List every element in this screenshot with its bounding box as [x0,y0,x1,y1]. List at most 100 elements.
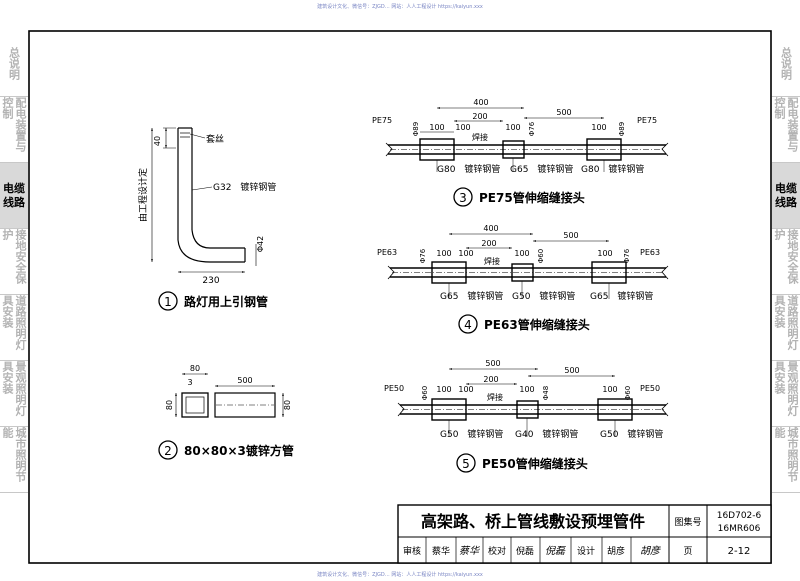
fig3-dim-100c: 100 [505,123,520,132]
checker-name: 倪磊 [516,545,534,557]
designer-name: 胡彦 [607,545,625,557]
figure-5: 500 500 200 100 100 100 100 焊接 PE50 PE50… [384,359,669,473]
atlas-label: 图集号 [674,516,701,528]
page-label: 页 [683,546,692,557]
fig5-dim-200: 200 [483,375,498,384]
fig3-dim-100d: 100 [591,123,606,132]
reviewer-label: 审核 [403,545,421,557]
fig4-pipe-c: G65 镀锌钢管 [590,290,653,302]
left-tab-label: 道路照明灯具安装 [1,295,27,350]
left-tab-label: 接地安全保护 [1,229,27,284]
fig4-dim-100a: 100 [436,249,451,258]
watermark-top: 建筑设计文化、微信号：ZJGD… 网站：人人工程设计 https://kaiyu… [317,4,483,10]
fig4-number: 4 [464,318,472,332]
fig2-caption: 80×80×3镀锌方管 [184,443,294,458]
fig5-pipe-b: G40 镀锌钢管 [515,428,578,440]
left-tab-label: 城市照明节能 [1,427,27,482]
fig5-dim-100a: 100 [436,385,451,394]
fig5-dia-b: Φ48 [542,386,550,400]
left-tab-5[interactable]: 景观照明灯具安装 [0,361,28,427]
right-tab-label: 景观照明灯具安装 [773,361,799,416]
fig3-dim-200: 200 [472,112,487,121]
fig4-dia-b: Φ60 [537,249,545,263]
fig3-pipe-c: G80 镀锌钢管 [581,163,644,175]
title-block: 高架路、桥上管线敷设预埋管件 图集号 16D702-6 16MR606 审核 蔡… [397,504,772,564]
fig5-caption: PE50管伸缩缝接头 [482,456,588,471]
fig5-pe-right: PE50 [640,384,660,393]
fig1-dia: Φ42 [256,236,265,252]
fig1-caption: 路灯用上引钢管 [184,294,268,309]
fig4-caption: PE63管伸缩缝接头 [484,317,590,332]
fig2-dim-top: 80 [190,364,200,373]
fig3-dia-b: Φ76 [528,121,536,136]
fig3-pipe-b: G65 镀锌钢管 [510,163,573,175]
designer-signature: 胡彦 [640,545,661,557]
right-tab-0[interactable]: 总说明 [772,31,800,97]
fig3-dim-500: 500 [556,108,571,117]
fig3-caption: PE75管伸缩缝接头 [479,190,585,205]
fig5-dia-a: Φ60 [421,386,429,400]
fig2-dim-500: 500 [237,376,252,385]
fig4-dim-100b: 100 [458,249,473,258]
left-tab-2[interactable]: 电缆线路 [0,163,28,229]
fig2-number: 2 [164,444,172,458]
watermark-bottom: 建筑设计文化、微信号：ZJGD… 网站：人人工程设计 https://kaiyu… [317,572,483,578]
fig5-pe-left: PE50 [384,384,404,393]
reviewer-name: 蔡华 [432,545,450,557]
left-tab-label: 景观照明灯具安装 [1,361,27,416]
right-tab-4[interactable]: 道路照明灯具安装 [772,295,800,361]
figure-4: 400 500 200 100 100 100 100 焊接 PE63 PE63… [377,224,669,334]
left-tab-6[interactable]: 城市照明节能 [0,427,28,493]
left-tab-0[interactable]: 总说明 [0,31,28,97]
fig4-pipe-b: G50 镀锌钢管 [512,290,575,302]
fig1-vertical-label: 由工程设计定 [137,168,149,222]
fig5-pipe-a: G50 镀锌钢管 [440,428,503,440]
left-tab-label: 配电装置与控制 [1,97,27,152]
fig4-dim-100d: 100 [597,249,612,258]
checker-label: 校对 [488,545,506,557]
fig5-dim-500: 500 [564,366,579,375]
fig3-weld: 焊接 [472,132,488,142]
right-tab-5[interactable]: 景观照明灯具安装 [772,361,800,427]
fig3-dim-400: 400 [473,98,488,107]
figure-1: 40 由工程设计定 套丝 G32 镀锌钢管 Φ42 230 1 路灯用上引钢管 [137,127,276,311]
fig3-dia-a: Φ89 [412,122,420,136]
atlas-number-2: 16MR606 [718,524,761,534]
fig3-pe-right: PE75 [637,116,657,125]
right-tab-2[interactable]: 电缆线路 [772,163,800,229]
fig3-dim-100a: 100 [429,123,444,132]
fig3-number: 3 [459,191,467,205]
right-tab-3[interactable]: 接地安全保护 [772,229,800,295]
fig3-pe-left: PE75 [372,116,392,125]
designer-label: 设计 [577,545,595,557]
left-tab-3[interactable]: 接地安全保护 [0,229,28,295]
left-tab-1[interactable]: 配电装置与控制 [0,97,28,163]
fig1-dim-top: 40 [153,136,162,146]
sheet-border [28,30,772,564]
right-tab-label: 电缆线路 [775,181,797,209]
sidebar-right: 总说明配电装置与控制电缆线路接地安全保护道路照明灯具安装景观照明灯具安装城市照明… [772,31,800,493]
fig1-number: 1 [164,295,172,309]
fig1-leader-top: 套丝 [206,133,224,145]
fig2-dim-right: 80 [283,400,292,410]
fig5-weld: 焊接 [487,392,503,402]
fig4-dia-c: Φ76 [623,248,631,263]
fig1-leader-pipe: G32 镀锌钢管 [213,181,276,193]
fig4-dim-400: 400 [483,224,498,233]
fig4-dim-500: 500 [563,231,578,240]
right-tab-1[interactable]: 配电装置与控制 [772,97,800,163]
fig1-dim-bottom: 230 [202,276,219,286]
fig3-dim-100b: 100 [455,123,470,132]
fig4-dim-100c: 100 [514,249,529,258]
right-tab-label: 接地安全保护 [773,229,799,284]
sidebar-left: 总说明配电装置与控制电缆线路接地安全保护道路照明灯具安装景观照明灯具安装城市照明… [0,31,28,493]
fig4-weld: 焊接 [484,256,500,266]
fig5-dia-c: Φ60 [624,386,632,400]
right-tab-6[interactable]: 城市照明节能 [772,427,800,493]
fig4-pipe-a: G65 镀锌钢管 [440,290,503,302]
left-tab-4[interactable]: 道路照明灯具安装 [0,295,28,361]
atlas-number-1: 16D702-6 [717,511,762,521]
fig3-dia-c: Φ89 [618,122,626,136]
reviewer-signature: 蔡华 [459,545,480,557]
